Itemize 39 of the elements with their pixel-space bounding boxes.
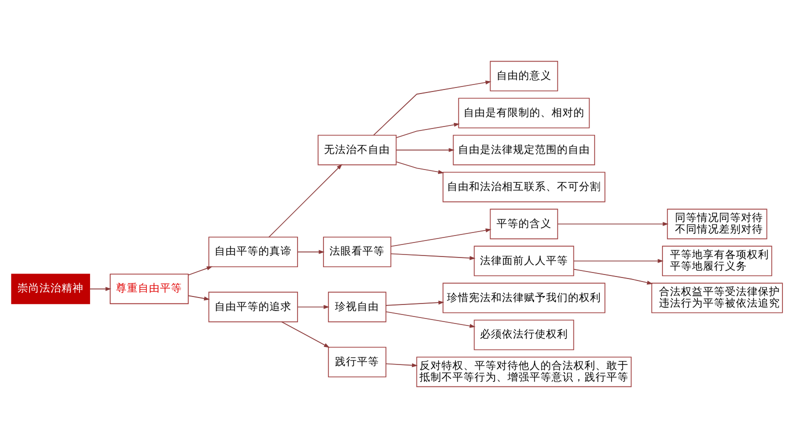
node-box: 自由是法律规定范围的自由 xyxy=(452,134,596,165)
arrow xyxy=(89,286,112,290)
node-box: 践行平等 xyxy=(328,346,386,377)
node-box: 合法权益平等受法律保护 违法行为平等被依法追究 xyxy=(651,282,783,313)
node-box: 自由是有限制的、相对的 xyxy=(458,97,590,128)
arrow xyxy=(268,164,342,238)
node-box: 平等地享有各项权利 平等地履行义务 xyxy=(662,245,772,276)
arrow xyxy=(188,294,210,300)
node-box: 必须依法行使权利 xyxy=(474,319,574,350)
node-box: 珍视自由 xyxy=(328,291,386,322)
node-box: 无法治不自由 xyxy=(318,134,397,165)
node-box: 自由和法治相互联系、不可分割 xyxy=(442,171,606,202)
arrow xyxy=(390,228,492,246)
node-box: 自由的意义 xyxy=(490,60,558,91)
arrow xyxy=(396,148,455,152)
node-box: 尊重自由平等 xyxy=(110,273,189,304)
node-box: 自由平等的追求 xyxy=(208,291,298,322)
node-box: 崇尚法治精神 xyxy=(11,273,90,304)
arrow xyxy=(557,221,669,226)
node-box: 珍惜宪法和法律赋予我们的权利 xyxy=(442,282,606,313)
arrow xyxy=(373,80,492,135)
arrow xyxy=(297,249,325,254)
arrow xyxy=(396,122,460,138)
arrow xyxy=(386,300,444,306)
node-box: 平等的含义 xyxy=(490,208,558,239)
arrow xyxy=(386,310,476,328)
arrow xyxy=(297,304,330,309)
arrow xyxy=(573,258,664,262)
arrow xyxy=(390,252,476,260)
arrow xyxy=(574,268,653,284)
arrow xyxy=(386,362,418,367)
node-box: 反对特权、平等对待他人的合法权利、敢于抵制不平等行为、增强平等意识，践行平等 xyxy=(416,356,632,387)
node-box: 法眼看平等 xyxy=(323,236,392,267)
arrow xyxy=(396,161,444,174)
arrow xyxy=(281,320,330,348)
arrow xyxy=(188,266,213,275)
node-box: 法律面前人人平等 xyxy=(474,245,574,276)
node-box: 自由平等的真谛 xyxy=(208,236,298,267)
node-box: 同等情况同等对待 不同情况差别对待 xyxy=(666,208,768,239)
